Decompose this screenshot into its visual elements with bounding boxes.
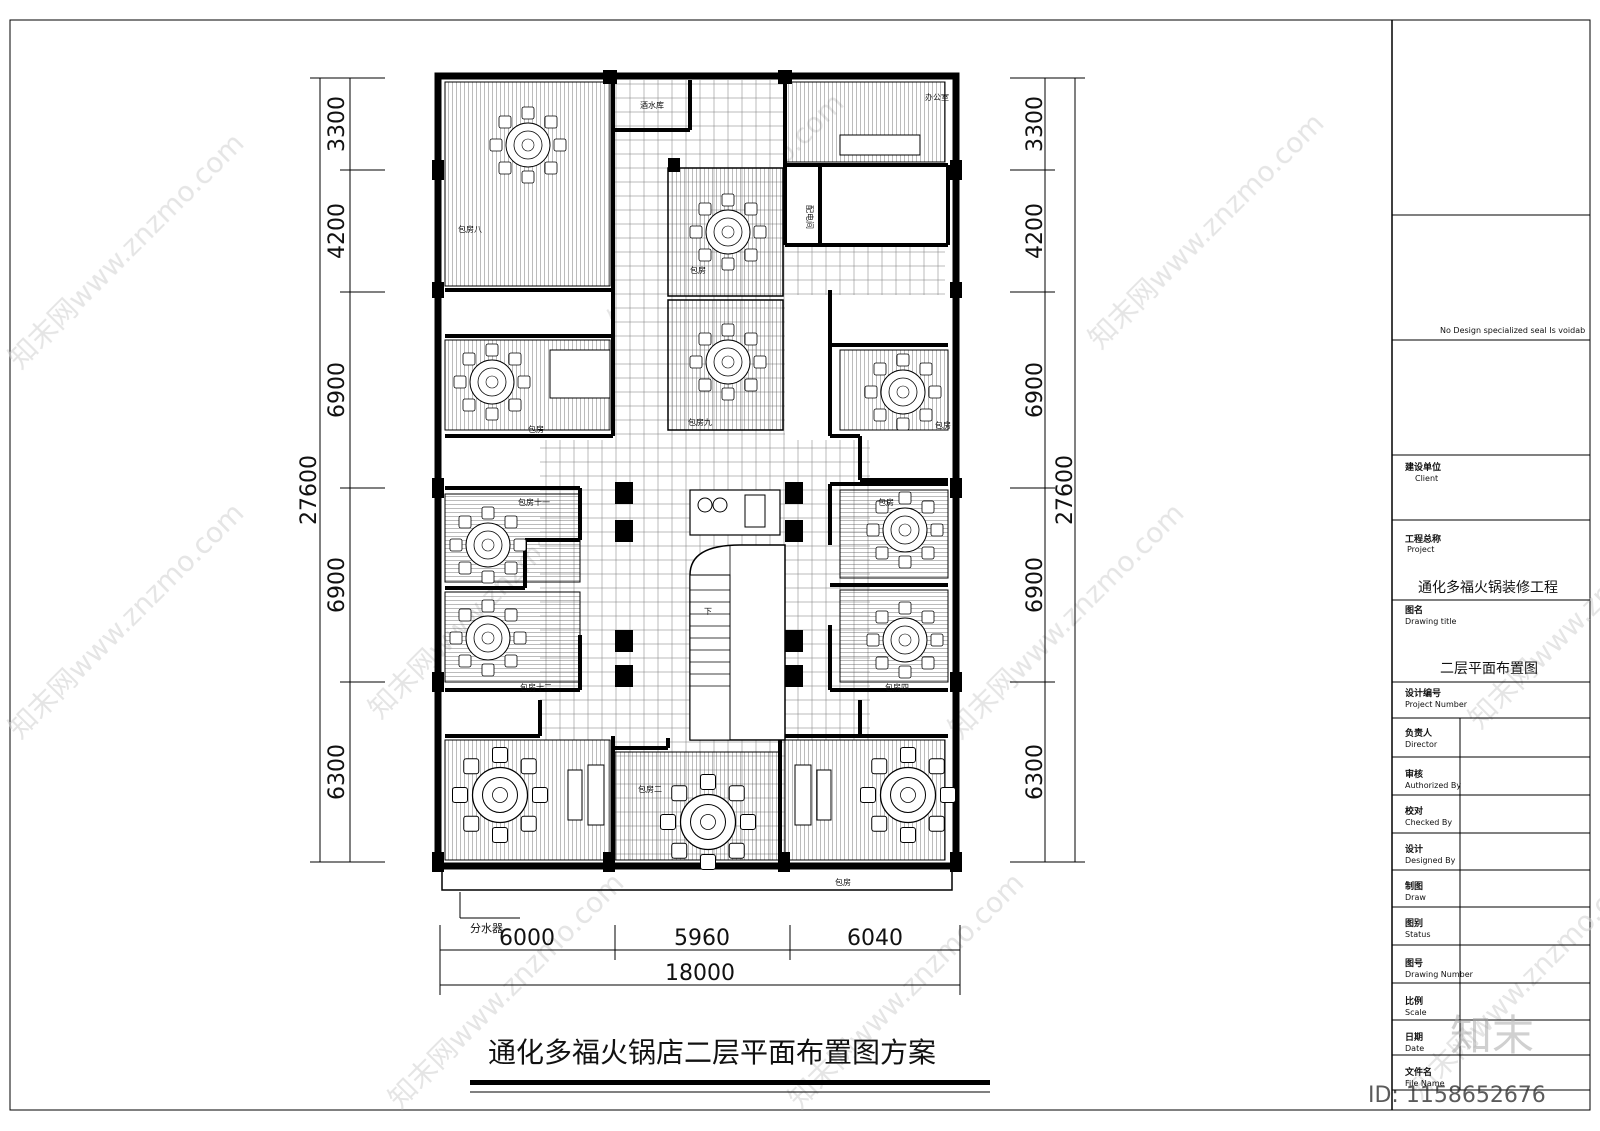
- dim-row-3-right: 6900: [1023, 362, 1048, 418]
- watermark-text: 知末网www.znzmo.com: [2, 496, 251, 745]
- image-id-watermark: ID: 1158652676: [1368, 1083, 1546, 1108]
- title-block: No Design specialized seal Is voidab 建设单…: [1391, 20, 1590, 1110]
- stair-down-label: 下: [704, 607, 712, 616]
- watermark-text: 知末网www.znzmo.com: [1082, 106, 1331, 355]
- draw-label-en: Draw: [1405, 893, 1426, 902]
- dim-row-1: 3300: [325, 96, 350, 152]
- dim-col-1: 6000: [499, 926, 555, 951]
- label-room-4: 包房四: [885, 682, 909, 692]
- drawing-title-label-cn: 图名: [1405, 604, 1423, 616]
- dim-row-4: 6900: [325, 557, 350, 613]
- project-name: 通化多福火锅装修工程: [1418, 579, 1558, 596]
- dim-right-total: 27600: [1053, 455, 1078, 525]
- dim-col-2: 5960: [674, 926, 730, 951]
- room-labels: 酒水库 办公室 配电间 包房八 包房 包房九 包房 包房 包房十一 包房 包房十…: [458, 92, 951, 887]
- client-label-en: Client: [1415, 474, 1438, 483]
- checked-label-en: Checked By: [1405, 818, 1452, 827]
- balcony-strip: [441, 865, 953, 891]
- drawing-number-label-cn: 图号: [1405, 958, 1423, 969]
- label-room-2: 包房二: [638, 784, 662, 794]
- dim-row-5: 6300: [325, 744, 350, 800]
- room-12-area: [444, 591, 581, 683]
- director-label-en: Director: [1405, 740, 1438, 749]
- authorized-label-cn: 审核: [1405, 768, 1423, 780]
- label-room-right-5: 包房: [878, 497, 894, 507]
- designed-label-en: Designed By: [1405, 856, 1456, 865]
- dimension-lines: [310, 77, 1085, 995]
- dim-row-3: 6900: [325, 362, 350, 418]
- dim-row-5-right: 6300: [1023, 744, 1048, 800]
- project-number-label-en: Project Number: [1405, 700, 1468, 709]
- checked-label-cn: 校对: [1405, 805, 1423, 817]
- project-label-cn: 工程总称: [1405, 533, 1441, 545]
- watermark-text: 知末网www.znzmo.com: [1462, 486, 1600, 735]
- draw-label-cn: 制图: [1405, 880, 1423, 892]
- label-room-11: 包房十一: [518, 497, 550, 507]
- label-distribution-room: 配电间: [805, 205, 815, 229]
- reception-counter: [689, 489, 781, 536]
- label-water-distributor: 分水器: [470, 922, 503, 935]
- authorized-label-en: Authorized By: [1405, 781, 1461, 790]
- watermark-text: 知末网www.znzmo.com: [782, 866, 1031, 1115]
- sofas: [549, 134, 921, 826]
- title-underline-thick: [470, 1080, 990, 1085]
- dim-row-2-right: 4200: [1023, 203, 1048, 259]
- dim-left-total: 27600: [297, 455, 322, 525]
- scale-label-cn: 比例: [1405, 995, 1423, 1007]
- dim-col-3: 6040: [847, 926, 903, 951]
- label-room-12: 包房十二: [520, 682, 552, 692]
- floor-plan: 下: [432, 70, 962, 935]
- watermark-text: 知末网www.znzmo.com: [942, 496, 1191, 745]
- dim-row-4-right: 6900: [1023, 557, 1048, 613]
- status-label-cn: 图别: [1405, 917, 1423, 929]
- director-label-cn: 负责人: [1405, 727, 1433, 739]
- project-label-en: Project: [1407, 545, 1434, 554]
- label-room-top-center: 包房: [690, 265, 706, 275]
- columns: [432, 70, 962, 872]
- label-room-left-mid: 包房: [528, 424, 544, 434]
- date-label-cn: 日期: [1405, 1031, 1423, 1043]
- drawing-title-value: 二层平面布置图: [1440, 661, 1538, 677]
- designed-label-cn: 设计: [1405, 843, 1423, 855]
- label-room-bottom-right: 包房: [835, 877, 851, 887]
- date-label-en: Date: [1405, 1044, 1424, 1053]
- status-label-en: Status: [1405, 930, 1431, 939]
- scale-label-en: Scale: [1405, 1008, 1427, 1017]
- seal-note: No Design specialized seal Is voidab: [1440, 326, 1585, 335]
- dim-row-1-right: 3300: [1023, 96, 1048, 152]
- label-room-8: 包房八: [458, 224, 482, 234]
- brand-watermark: 知末: [1450, 1011, 1534, 1060]
- watermark-text: 知末网www.znzmo.com: [382, 866, 631, 1115]
- drawing-title-label-en: Drawing title: [1405, 617, 1457, 626]
- filename-label-en: File Name: [1405, 1079, 1445, 1088]
- filename-label-cn: 文件名: [1404, 1066, 1432, 1078]
- inner-walls: [445, 80, 950, 866]
- project-number-label-cn: 设计编号: [1405, 687, 1441, 699]
- dim-total-width: 18000: [665, 961, 735, 986]
- client-label-cn: 建设单位: [1405, 461, 1441, 473]
- label-room-9: 包房九: [688, 417, 712, 427]
- staircase: 下: [689, 544, 786, 741]
- label-office: 办公室: [925, 92, 949, 102]
- dimension-labels: 27600 3300 4200 6900 6900 6300 27600 330…: [297, 96, 1078, 986]
- drawing-frame: [9, 19, 1591, 1111]
- drawing-main-title: 通化多福火锅店二层平面布置图方案: [488, 1036, 936, 1069]
- label-wine-storage: 酒水库: [640, 100, 664, 110]
- label-room-right-mid: 包房: [935, 420, 951, 430]
- dim-row-2: 4200: [325, 203, 350, 259]
- drawing-number-label-en: Drawing Number: [1405, 970, 1474, 979]
- watermark-text: 知末网www.znzmo.com: [2, 126, 251, 375]
